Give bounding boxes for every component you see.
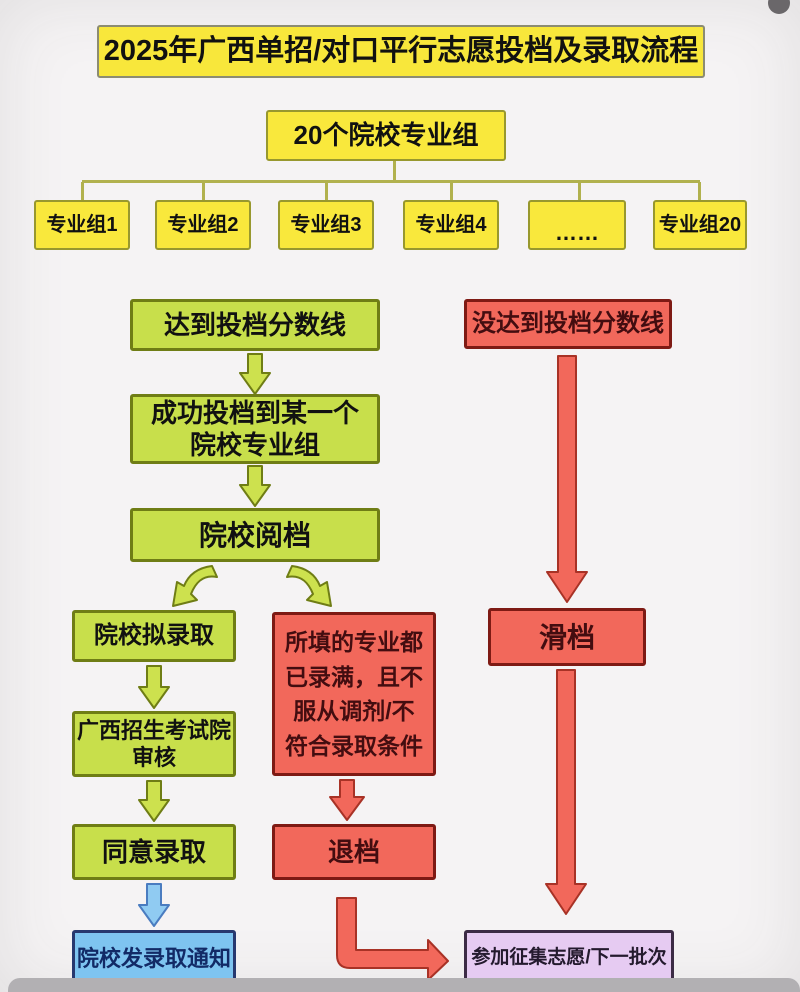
reach-score-line-box: 达到投档分数线 — [130, 299, 380, 351]
not-reach-score-line-box: 没达到投档分数线 — [464, 299, 672, 349]
down-arrow-green-icon — [239, 465, 271, 507]
connector-stub-6 — [698, 182, 701, 200]
down-arrow-green-icon — [138, 780, 170, 822]
gx-exam-review-box: 广西招生考试院 审核 — [72, 711, 236, 777]
down-arrow-green-icon — [138, 665, 170, 709]
college-review-box: 院校阅档 — [130, 508, 380, 562]
connector-stub-5 — [578, 182, 581, 200]
tree-child-box-20: 专业组20 — [653, 200, 747, 250]
down-arrow-blue-icon — [138, 883, 170, 927]
tree-child-box-2: 专业组2 — [155, 200, 251, 250]
curved-arrow-right-icon — [286, 565, 332, 607]
connector-stub-3 — [325, 182, 328, 200]
long-down-arrow-red-icon — [545, 669, 587, 915]
page-title: 2025年广西单招/对口平行志愿投档及录取流程 — [97, 25, 705, 78]
down-arrow-red-icon — [329, 779, 365, 821]
curved-arrow-left-icon — [172, 565, 218, 607]
bottom-overlay-bar — [8, 978, 800, 992]
filed-to-group-box: 成功投档到某一个 院校专业组 — [130, 394, 380, 464]
slip-box: 滑档 — [488, 608, 646, 666]
connector-stub-2 — [202, 182, 205, 200]
tree-child-box-4: 专业组4 — [403, 200, 499, 250]
elbow-arrow-right-icon — [336, 897, 449, 981]
connector-hline — [82, 180, 700, 183]
tree-child-box-3: 专业组3 — [278, 200, 374, 250]
long-down-arrow-red-icon — [546, 355, 588, 603]
connector-stub-4 — [450, 182, 453, 200]
majors-full-box: 所填的专业都 已录满，且不 服从调剂/不 符合录取条件 — [272, 612, 436, 776]
agree-admit-box: 同意录取 — [72, 824, 236, 880]
down-arrow-green-icon — [239, 353, 271, 395]
connector-stub-1 — [81, 182, 84, 200]
tree-child-box-1: 专业组1 — [34, 200, 130, 250]
corner-dot — [768, 0, 790, 14]
proposed-admit-box: 院校拟录取 — [72, 610, 236, 662]
withdraw-box: 退档 — [272, 824, 436, 880]
tree-root-box: 20个院校专业组 — [266, 110, 506, 161]
connector-root-stub — [393, 161, 396, 181]
tree-child-box-ellipsis: …… — [528, 200, 626, 250]
